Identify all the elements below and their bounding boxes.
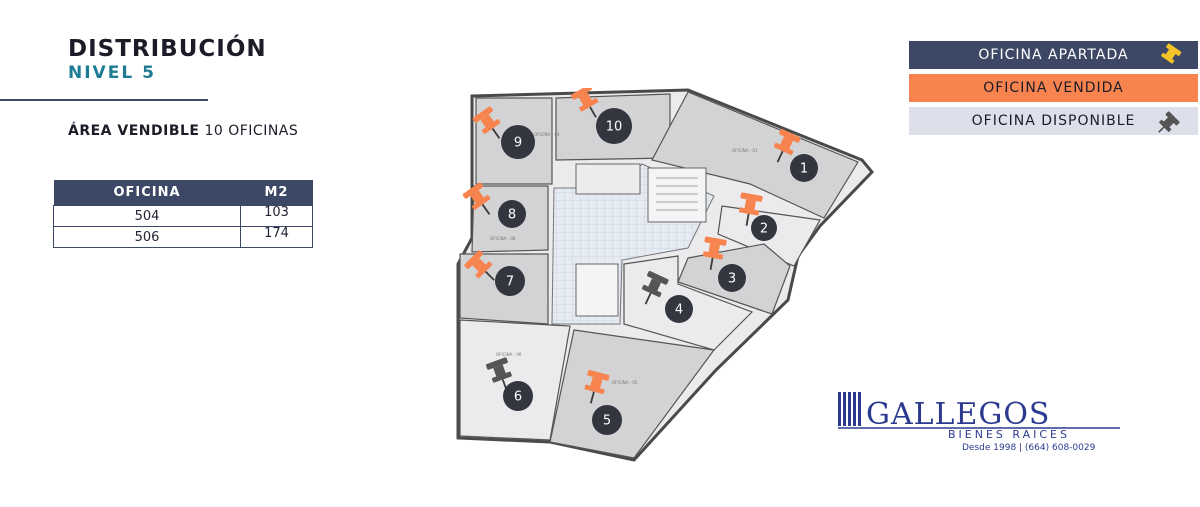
office-zone-5 [549, 329, 716, 459]
elevators [575, 263, 619, 317]
office-number-8: 8 [508, 208, 516, 223]
svg-text:OFICINA - 05: OFICINA - 05 [612, 380, 638, 385]
table-cell-m2: 103 [240, 205, 313, 227]
office-badge-10: 10 [596, 108, 632, 144]
office-badge-3: 3 [718, 264, 746, 292]
office-badge-9: 9 [501, 125, 535, 159]
logo-contact: Desde 1998 | (664) 608-0029 [962, 443, 1096, 453]
office-zone-1 [651, 91, 859, 219]
table-header-office: OFICINA [53, 180, 241, 206]
table-row: 504 103 [53, 205, 313, 227]
office-number-4: 4 [675, 303, 683, 318]
gray-pin-icon [1158, 111, 1180, 133]
legend-sold: OFICINA VENDIDA [909, 74, 1198, 102]
svg-text:OFICINA - 01: OFICINA - 01 [732, 148, 758, 153]
office-zone-6 [459, 319, 571, 441]
office-number-7: 7 [506, 275, 514, 290]
office-number-2: 2 [760, 222, 768, 237]
svg-text:OFICINA - 06: OFICINA - 06 [496, 352, 522, 357]
office-number-1: 1 [800, 162, 808, 177]
room-labels: OFICINA - 09 OFICINA - 01 OFICINA - 08 OFIC… [490, 132, 758, 385]
floor-plan: OFICINA - 09 OFICINA - 01 OFICINA - 08 OFIC… [456, 88, 875, 462]
office-badge-5: 5 [592, 405, 622, 435]
table-header-m2: M2 [240, 180, 313, 206]
stair-core [647, 167, 707, 223]
logo-tagline: BIENES RAICES [948, 428, 1070, 441]
table-cell-m2: 174 [240, 226, 313, 248]
office-number-6: 6 [514, 390, 522, 405]
legend-available-label: OFICINA DISPONIBLE [971, 113, 1136, 129]
office-badge-1: 1 [790, 154, 818, 182]
table-header-row: OFICINA M2 [53, 180, 313, 206]
area-value: 10 OFICINAS [204, 123, 299, 139]
page-subtitle: NIVEL 5 [68, 63, 156, 83]
page-title: DISTRIBUCIÓN [68, 36, 267, 62]
area-summary: ÁREA VENDIBLE 10 OFICINAS [68, 123, 298, 139]
building-bars-icon [838, 392, 861, 426]
gallegos-logo: GALLEGOS BIENES RAICES Desde 1998 | (664… [838, 392, 1120, 453]
svg-text:OFICINA - 08: OFICINA - 08 [490, 236, 516, 241]
area-label: ÁREA VENDIBLE [68, 123, 200, 139]
legend-reserved-label: OFICINA APARTADA [978, 47, 1129, 63]
office-badge-2: 2 [751, 215, 777, 241]
office-badge-4: 4 [665, 295, 693, 323]
offices-table: OFICINA M2 504 103 506 174 [53, 180, 313, 248]
legend-available: OFICINA DISPONIBLE [909, 107, 1198, 135]
yellow-pin-icon [1160, 43, 1182, 67]
legend-reserved: OFICINA APARTADA [909, 41, 1198, 69]
restrooms [575, 163, 641, 195]
logo-name: GALLEGOS [866, 397, 1050, 432]
title-rule [0, 99, 208, 101]
table-cell-office: 506 [53, 226, 241, 248]
office-number-3: 3 [728, 272, 736, 287]
svg-text:OFICINA - 09: OFICINA - 09 [534, 132, 560, 137]
table-row: 506 174 [53, 226, 313, 248]
office-number-10: 10 [606, 120, 623, 135]
office-badge-6: 6 [503, 381, 533, 411]
office-number-5: 5 [603, 414, 611, 429]
office-badge-7: 7 [495, 266, 525, 296]
office-number-9: 9 [514, 136, 522, 151]
office-badge-8: 8 [498, 200, 526, 228]
legend-sold-label: OFICINA VENDIDA [983, 80, 1124, 96]
table-cell-office: 504 [53, 205, 241, 227]
